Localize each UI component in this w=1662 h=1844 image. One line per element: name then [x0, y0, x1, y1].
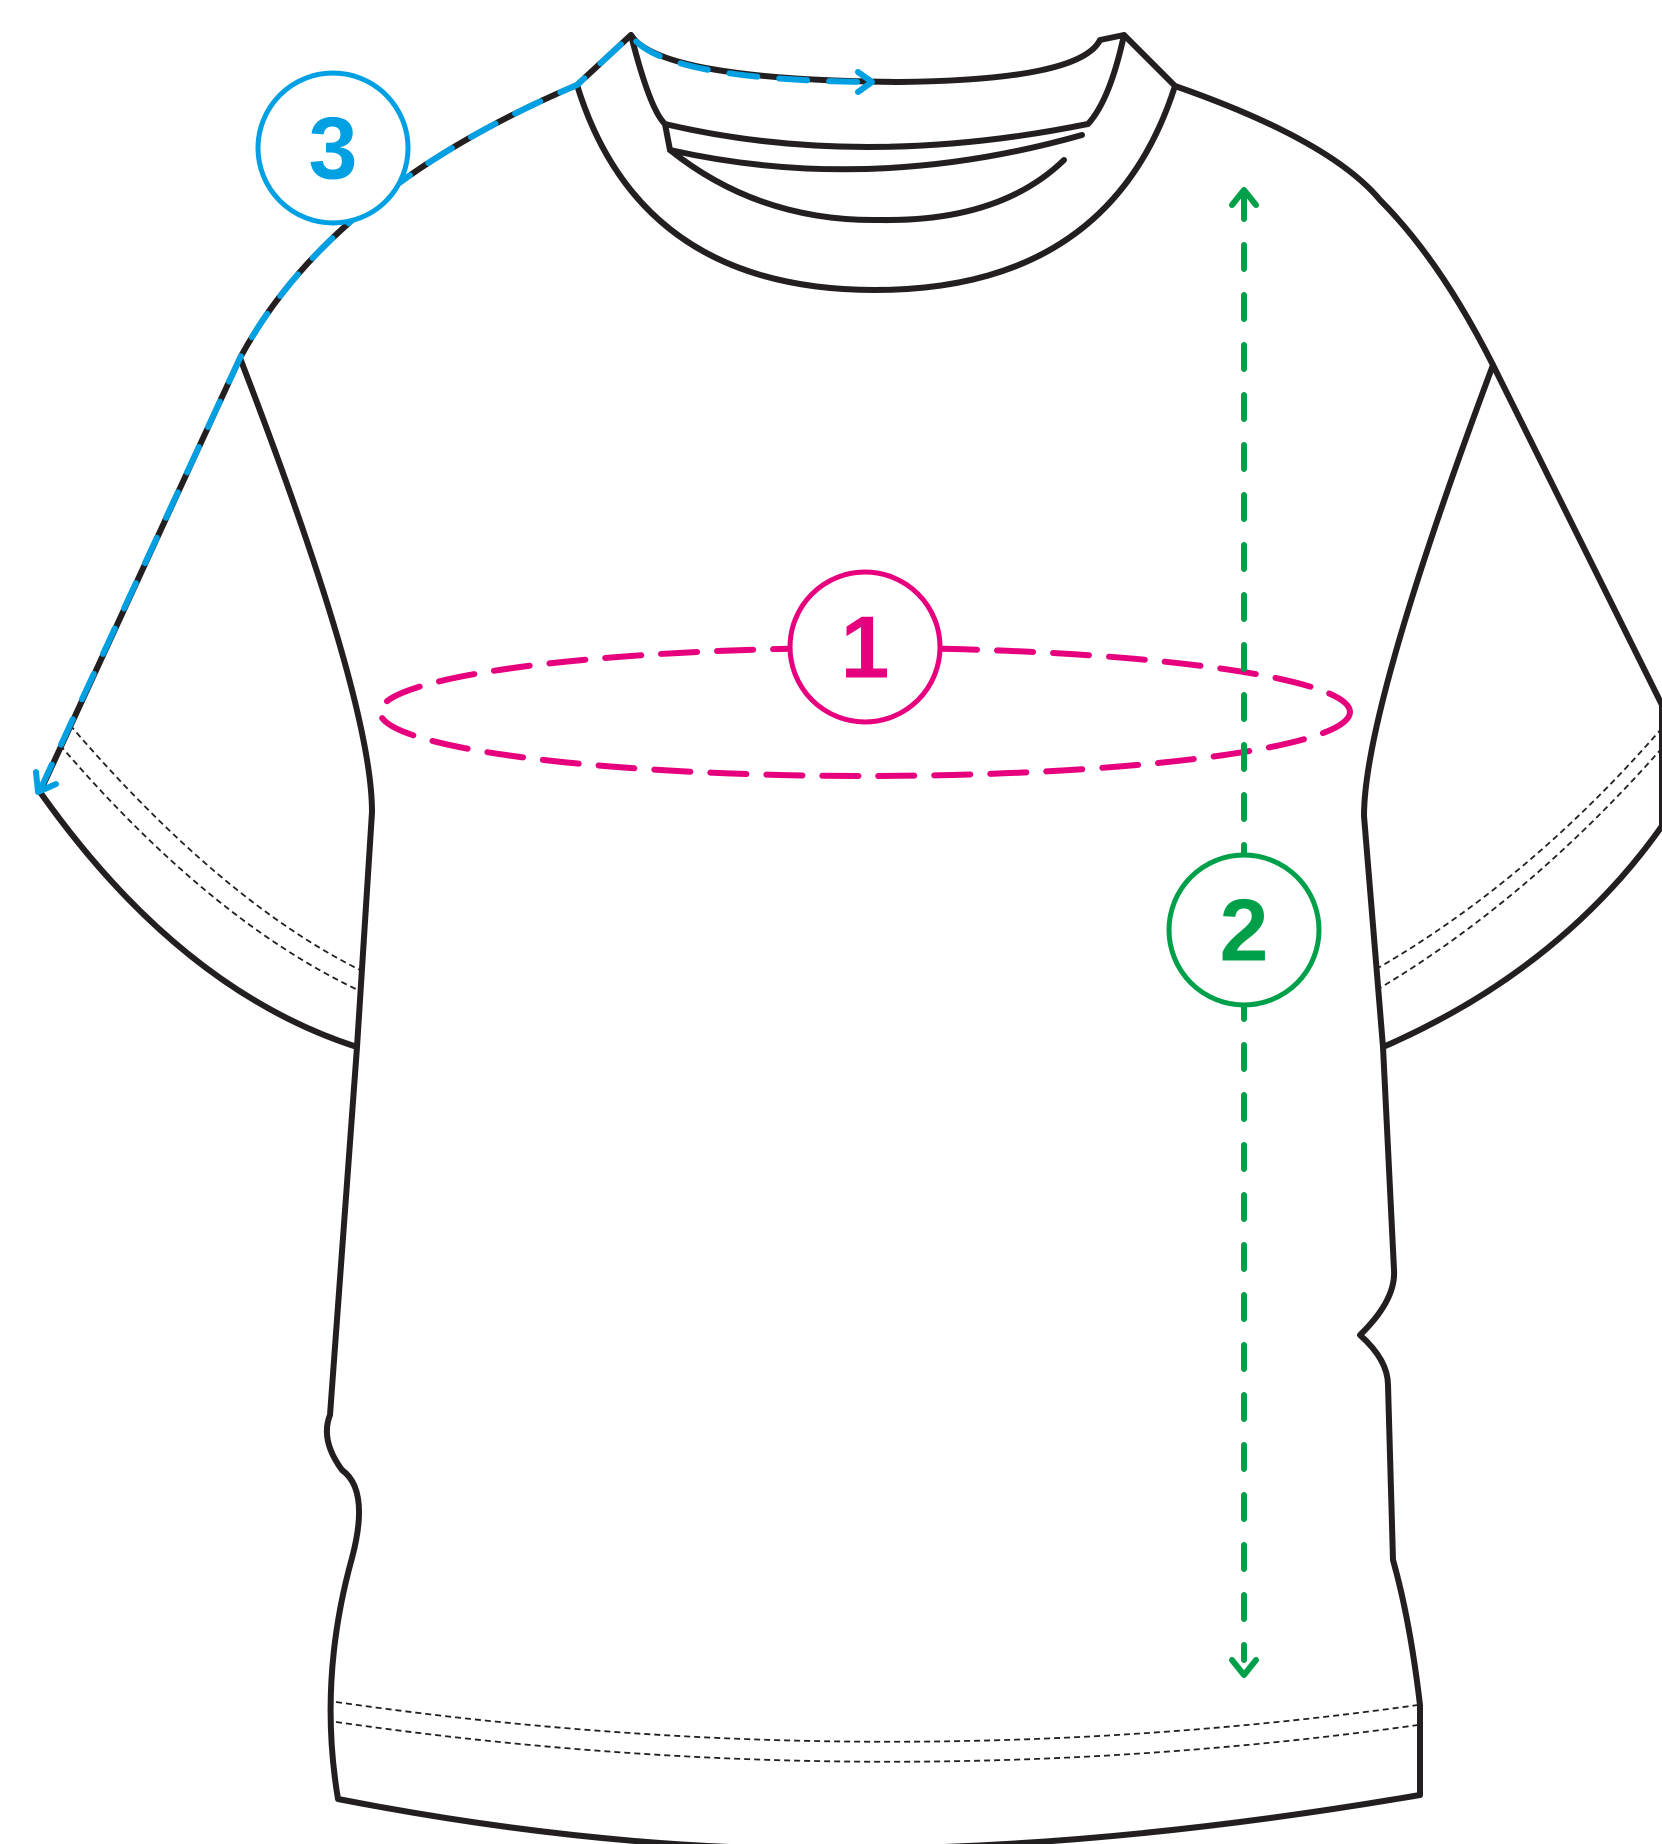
chest-measurement: 1 [380, 572, 1350, 776]
right-sleeve-hem-stitch-2 [1380, 748, 1662, 988]
right-armhole-seam [1364, 365, 1493, 1047]
collar-inner-top [631, 35, 1124, 147]
chest-marker-number: 1 [841, 598, 890, 697]
tshirt-outline [40, 35, 1662, 1844]
collar-outer [577, 85, 1175, 290]
stitching [60, 725, 1662, 1762]
length-measurement: 2 [1169, 190, 1319, 1675]
left-armhole-seam [240, 358, 372, 1047]
right-sleeve-hem-stitch-1 [1378, 728, 1662, 968]
sleeve-marker-number: 3 [309, 99, 358, 198]
left-sleeve-hem-stitch-1 [70, 725, 360, 970]
left-sleeve-hem-stitch-2 [60, 745, 358, 990]
bottom-hem-stitch-1 [336, 1702, 1418, 1742]
tshirt-body-outline [40, 35, 1662, 1844]
length-marker-number: 2 [1220, 881, 1269, 980]
